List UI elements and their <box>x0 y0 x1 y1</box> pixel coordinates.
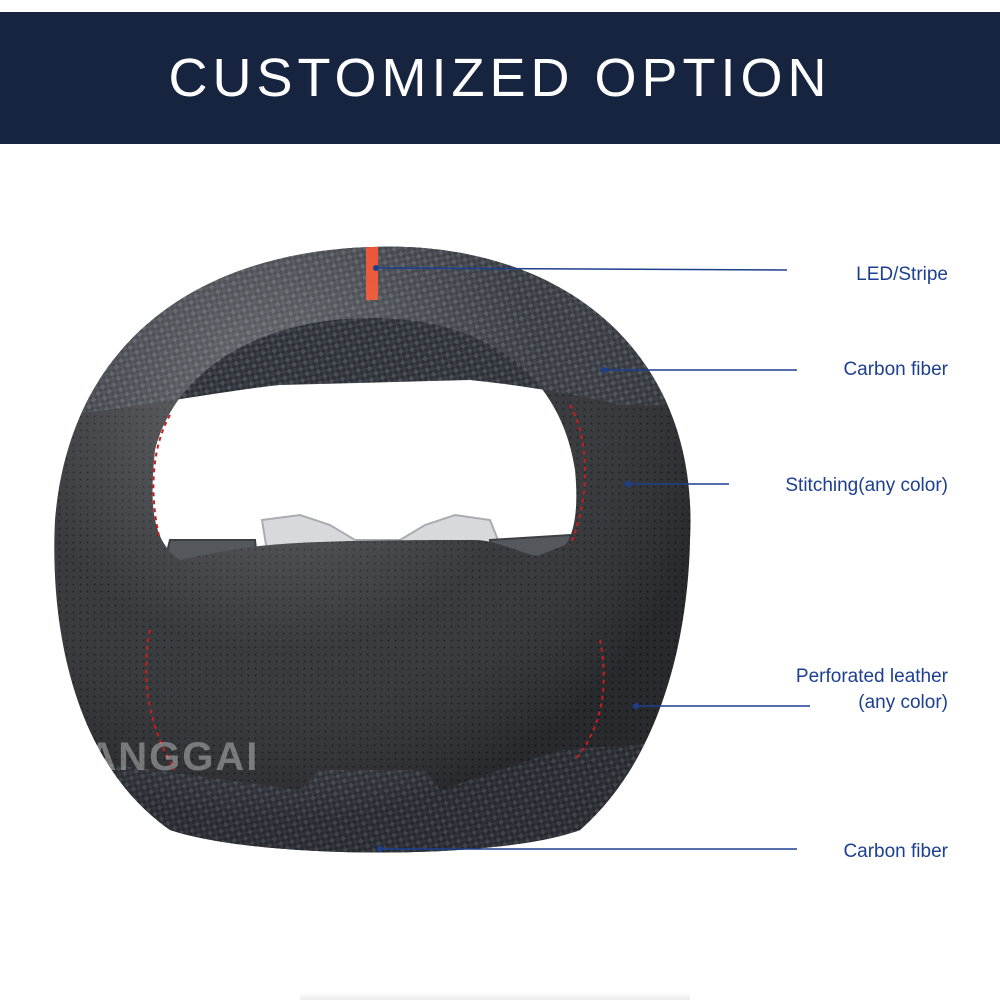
page-title: CUSTOMIZED OPTION <box>168 48 832 108</box>
label-carbon-fiber-bottom: Carbon fiber <box>843 841 948 862</box>
label-carbon-fiber-top: Carbon fiber <box>843 359 948 380</box>
label-perforated-leather: Perforated leather (any color) <box>796 664 948 716</box>
label-perforated-leather-line2: (any color) <box>858 692 948 713</box>
watermark: JIANGGAI <box>50 735 260 779</box>
callout-lines <box>373 265 810 852</box>
title-banner: CUSTOMIZED OPTION <box>0 12 1000 144</box>
label-perforated-leather-line1: Perforated leather <box>795 666 948 687</box>
label-stitching: Stitching(any color) <box>785 475 948 496</box>
bottom-edge-shadow <box>300 992 690 1000</box>
label-led-stripe: LED/Stripe <box>856 264 948 285</box>
